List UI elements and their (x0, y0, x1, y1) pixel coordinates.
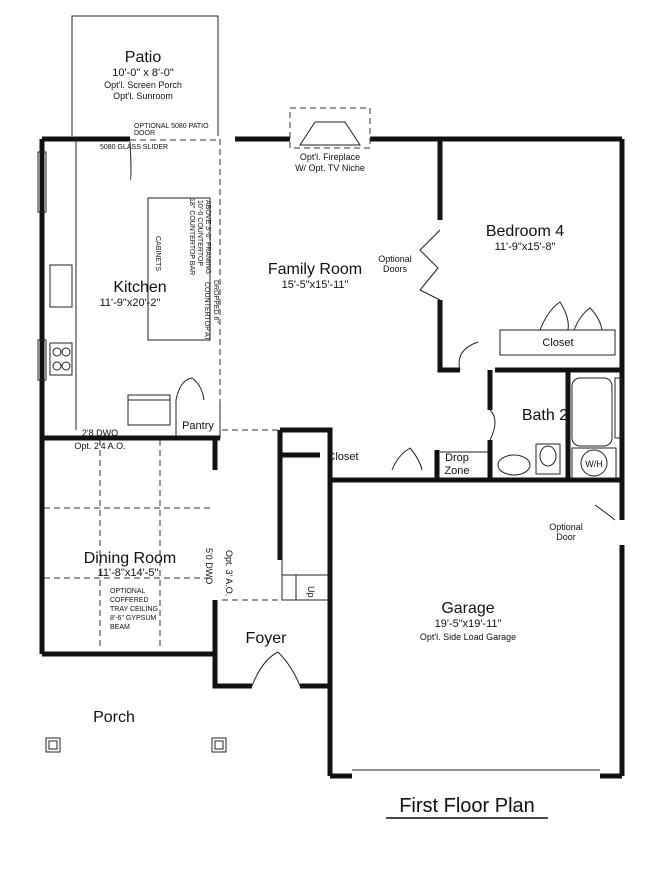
range-icon (49, 342, 73, 376)
stairs-up-label: Up (306, 586, 316, 598)
drop-zone-label-2: Zone (444, 465, 469, 477)
garage-dim: 19'-5"x19'-11" (435, 618, 502, 630)
dining-dwo-note: 5'0 DWO (204, 548, 214, 584)
fireplace (289, 107, 371, 149)
interior-walls (42, 139, 622, 654)
drop-zone-label-1: Drop (445, 452, 469, 464)
kitchen-dwo-note: 2'8 DWO (82, 428, 118, 438)
fireplace-note-2: W/ Opt. TV Niche (295, 163, 365, 173)
porch-label: Porch (93, 709, 135, 726)
porch-columns (45, 737, 227, 753)
patio-door-note-2: DOOR (134, 130, 155, 137)
glass-slider-note: 5080 GLASS SLIDER (100, 144, 168, 151)
patio-dim: 10'-0" x 8'-0" (112, 67, 174, 79)
plan-title: First Floor Plan (399, 795, 535, 817)
bath2-label: Bath 2 (522, 407, 568, 424)
stairs (281, 560, 331, 601)
tray-ceiling-note-4: 8'-6" GYPSUM (110, 615, 156, 622)
tray-ceiling-note-5: BEAM (110, 624, 130, 631)
coffered-ceiling-grid (44, 440, 213, 650)
counter-note-5: COUNTERTOP AT (203, 282, 210, 341)
foyer-label: Foyer (246, 630, 288, 647)
counter-note-2: 10'-0 COUNTERTOP (196, 200, 203, 266)
optional-door-note-2: Door (556, 532, 576, 542)
bedroom4-dim: 11'-9"x15'-8" (495, 241, 556, 253)
doors (129, 141, 616, 687)
hall-closet-label: Closet (327, 451, 358, 463)
counter-note-3: ABOVE 3'-0" FRAMING (204, 200, 211, 274)
optional-door-note-1: Optional (549, 522, 583, 532)
patio-opt-screen: Opt'l. Screen Porch (104, 80, 182, 90)
kitchen-label: Kitchen (113, 279, 166, 296)
kitchen-counters (37, 139, 211, 430)
patio-opt-sunroom: Opt'l. Sunroom (113, 91, 173, 101)
wh-label: W/H (585, 459, 603, 469)
bath-fixtures (497, 377, 623, 479)
dining-room-label: Dining Room (84, 550, 176, 567)
kitchen-dim: 11'-9"x20'-2" (100, 297, 161, 309)
dining-dwo-opt-note: Opt. 3' A.O. (224, 550, 234, 596)
tray-ceiling-note-2: COFFERED (110, 597, 149, 604)
garage-opt-note: Opt'l. Side Load Garage (420, 632, 516, 642)
dining-room-dim: 11'-8"x14'-5" (98, 567, 159, 579)
tray-ceiling-note-1: OPTIONAL (110, 588, 146, 595)
patio-area (71, 15, 219, 141)
counter-note-1: 18" COUNTERTOP BAR (188, 198, 195, 275)
family-room-label: Family Room (268, 261, 362, 278)
garage-label: Garage (441, 600, 494, 617)
counter-note-4: DROPPED 6" (212, 280, 219, 323)
pantry-label: Pantry (182, 420, 214, 432)
optional-doors-note-1: Optional (378, 254, 412, 264)
patio-door-note-1: OPTIONAL 5080 PATIO (134, 123, 209, 130)
bedroom4-label: Bedroom 4 (486, 223, 564, 240)
patio-label: Patio (125, 49, 162, 66)
family-room-dim: 15'-5"x15'-11" (282, 279, 349, 291)
fireplace-note-1: Opt'l. Fireplace (300, 152, 360, 162)
sink-icon (49, 264, 73, 308)
kitchen-dwo-opt-note: Opt. 2'4 A.O. (74, 441, 125, 451)
bedroom-closet-label: Closet (542, 337, 573, 349)
tray-ceiling-note-3: TRAY CEILING (110, 606, 158, 613)
cabinets-note: CABINETS (154, 236, 161, 271)
optional-doors-note-2: Doors (383, 264, 408, 274)
